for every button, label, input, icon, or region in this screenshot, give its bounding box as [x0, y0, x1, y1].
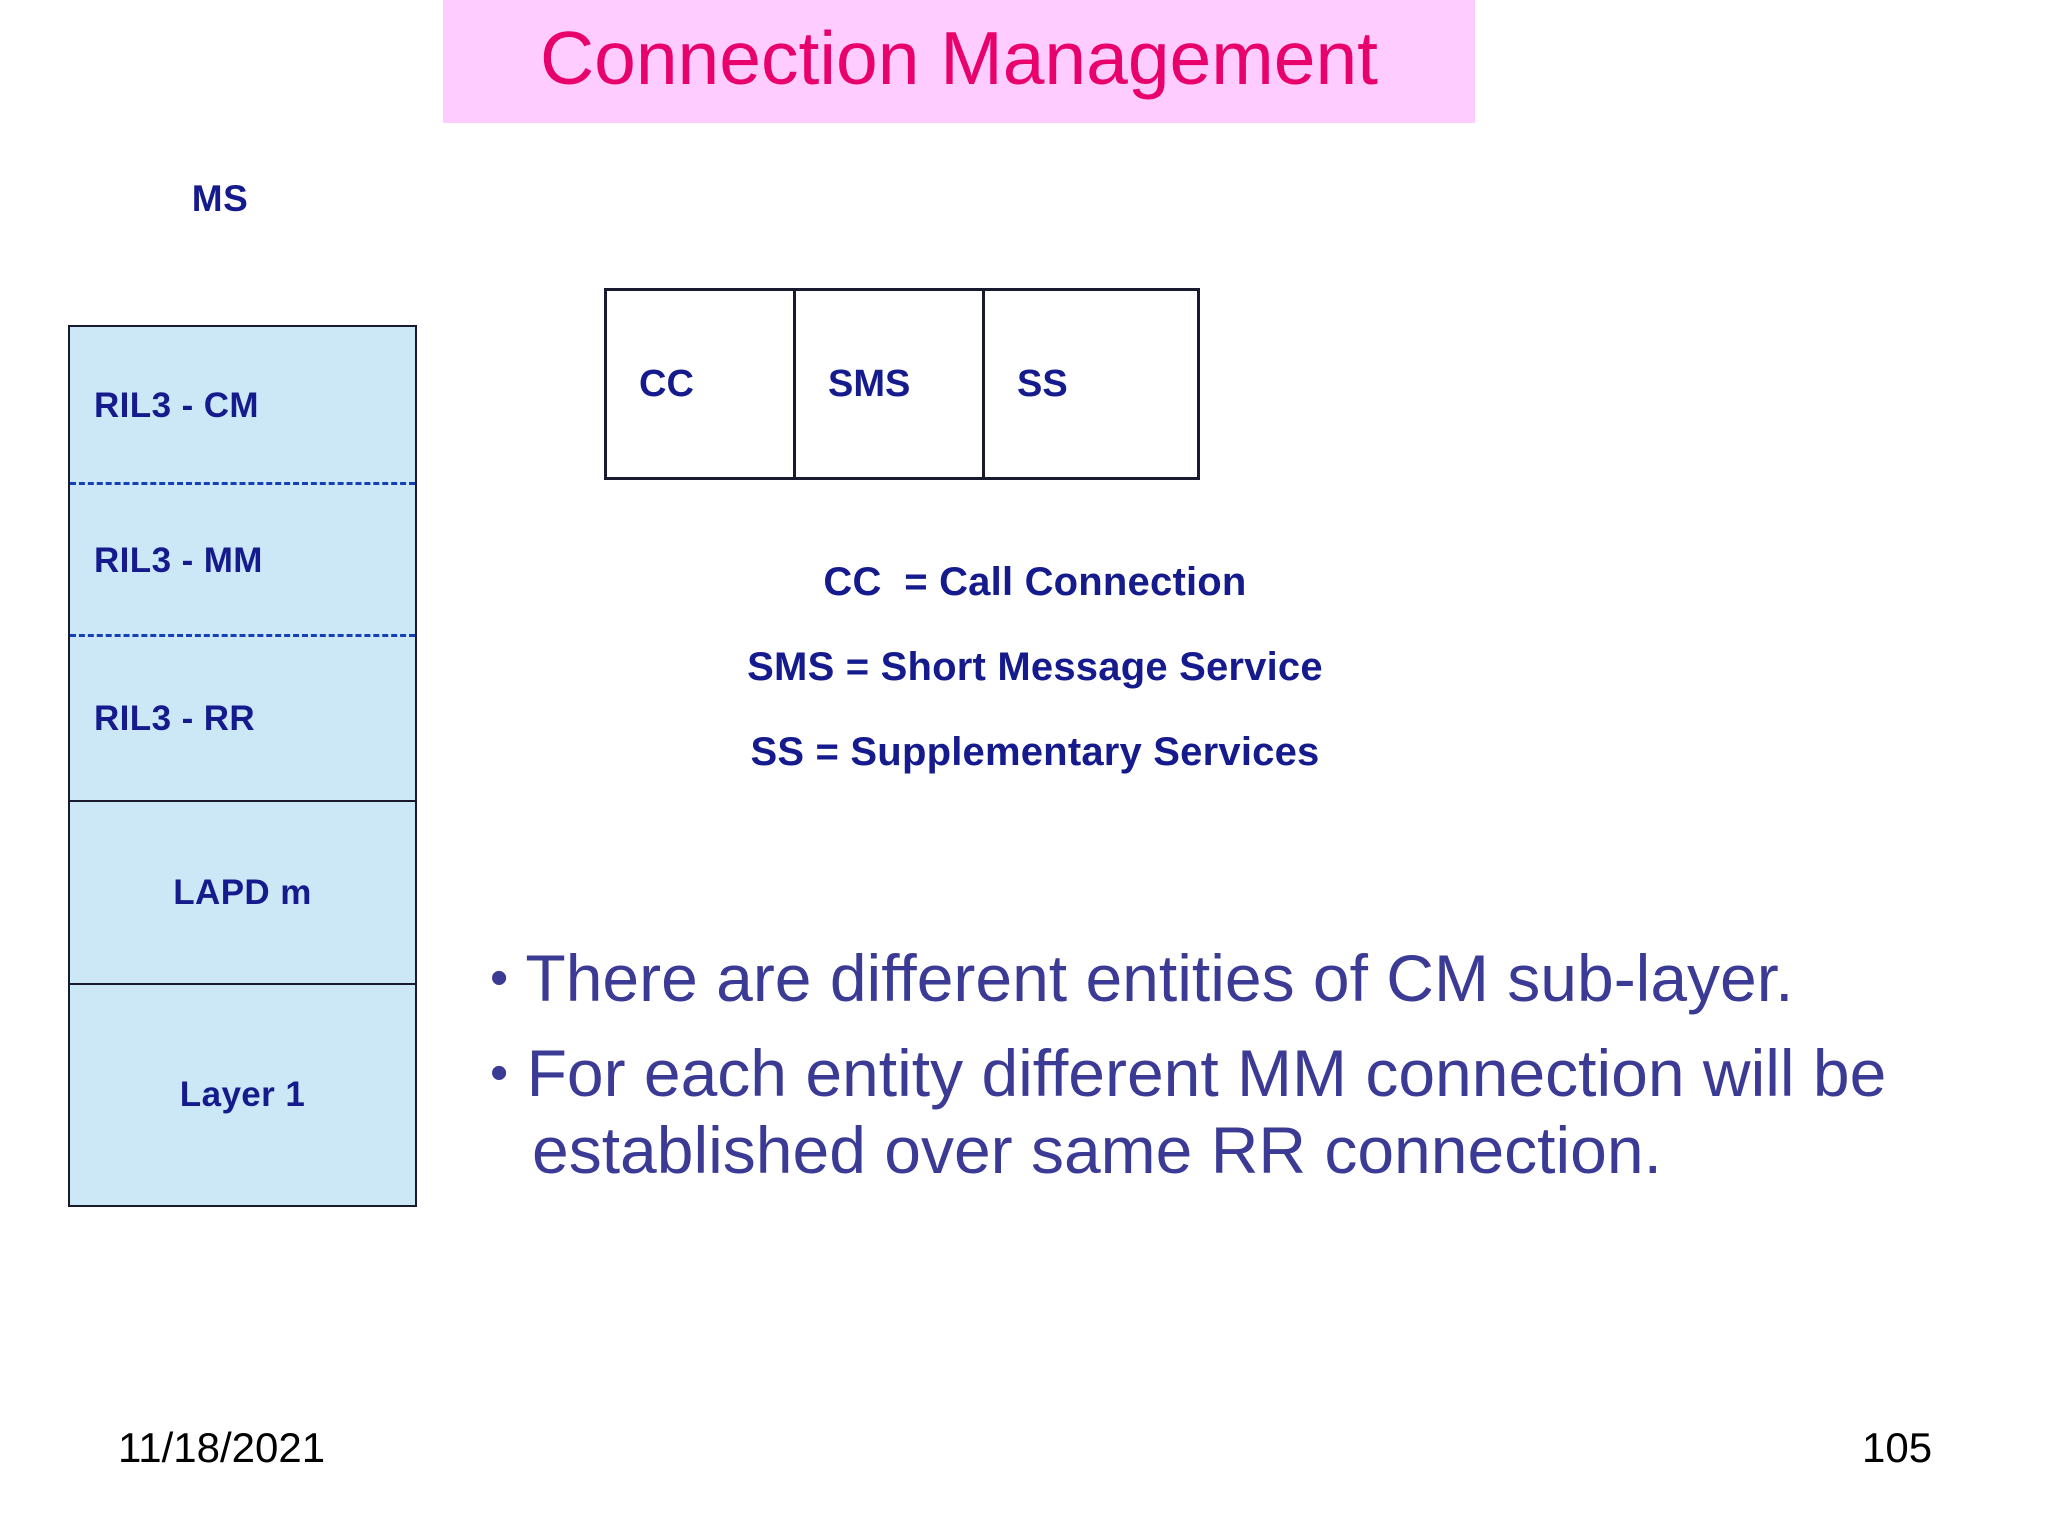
bullet-text: For each entity different MM connection … — [526, 1036, 1887, 1188]
stack-layer-ril3-mm: RIL3 - MM — [70, 485, 415, 637]
entity-label: CC — [639, 362, 694, 405]
bullet-item: • For each entity different MM connectio… — [490, 1035, 1890, 1189]
stack-layer-label: RIL3 - MM — [94, 541, 263, 580]
stack-layer-label: RIL3 - CM — [94, 386, 259, 425]
legend-line-sms: SMS = Short Message Service — [747, 645, 1323, 689]
legend-line-ss: SS = Supplementary Services — [750, 730, 1320, 774]
stack-layer-ril3-cm: RIL3 - CM — [70, 327, 415, 485]
footer-date: 11/18/2021 — [118, 1424, 326, 1471]
ril3-group-box: RIL3 - CM RIL3 - MM RIL3 - RR — [68, 325, 417, 802]
bullet-list: • There are different entities of CM sub… — [490, 940, 1890, 1208]
page-title: Connection Management — [539, 16, 1379, 100]
bullet-text: There are different entities of CM sub-l… — [525, 941, 1794, 1015]
entity-label: SS — [1017, 362, 1068, 405]
bullet-dot-icon: • — [490, 1044, 509, 1103]
title-background-band — [443, 0, 1475, 123]
stack-layer-lapd-m: LAPD m — [68, 800, 417, 985]
footer-page-number: 105 — [1862, 1424, 1933, 1471]
entity-label: SMS — [828, 362, 911, 405]
entity-box-cc: CC — [607, 291, 793, 477]
entity-box-sms: SMS — [793, 291, 982, 477]
bullet-item: • There are different entities of CM sub… — [490, 940, 1890, 1017]
legend-line-cc: CC = Call Connection — [823, 560, 1247, 604]
bullet-dot-icon: • — [490, 949, 509, 1007]
protocol-stack-diagram: RIL3 - CM RIL3 - MM RIL3 - RR LAPD m Lay… — [68, 325, 417, 1207]
cm-entity-boxes: CC SMS SS — [604, 288, 1200, 480]
stack-layer-label: Layer 1 — [179, 1075, 306, 1114]
dashed-divider-mm-rr — [70, 634, 415, 637]
entity-box-ss: SS — [982, 291, 1197, 477]
stack-layer-label: LAPD m — [173, 872, 312, 912]
ms-heading-label: MS — [191, 178, 249, 219]
stack-layer-layer1: Layer 1 — [68, 983, 417, 1207]
dashed-divider-cm-mm — [70, 482, 415, 485]
abbreviation-legend: CC = Call Connection SMS = Short Message… — [470, 560, 1600, 815]
stack-layer-label: RIL3 - RR — [94, 698, 256, 738]
stack-layer-ril3-rr: RIL3 - RR — [70, 637, 415, 800]
